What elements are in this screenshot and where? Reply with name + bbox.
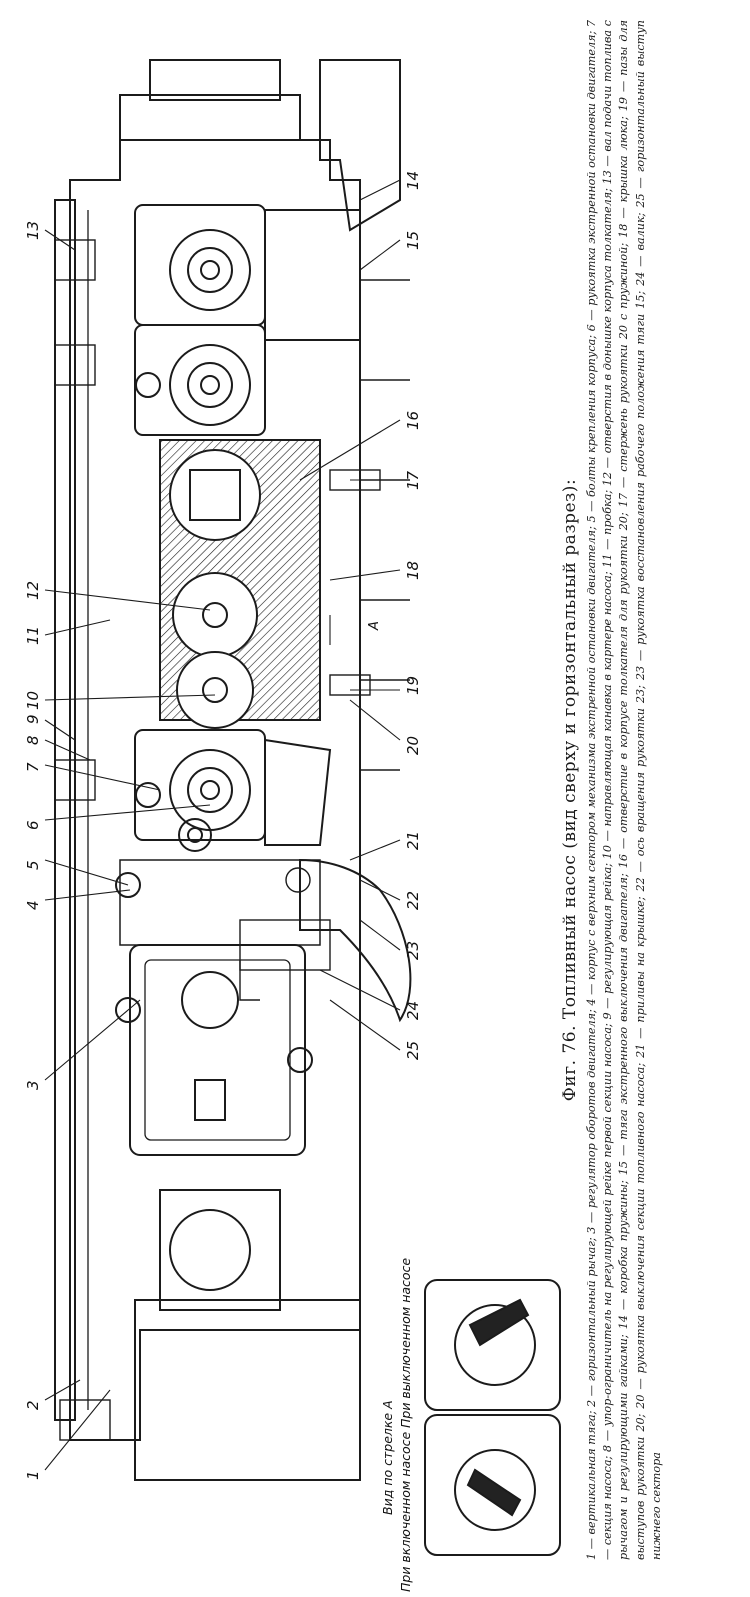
callout-4: 4 xyxy=(24,900,42,910)
pump-section-7 xyxy=(134,729,332,846)
callout-11: 11 xyxy=(24,626,42,645)
figure-caption: Фиг. 76. Топливный насос (вид сверху и г… xyxy=(560,20,665,1560)
callout-18: 18 xyxy=(404,561,422,580)
callout-8: 8 xyxy=(24,735,42,745)
callout-25: 25 xyxy=(404,1041,422,1060)
callout-22: 22 xyxy=(404,891,422,910)
callout-12: 12 xyxy=(24,581,42,600)
inset-view-label: Вид по стрелке А xyxy=(380,1400,395,1515)
figure-title: Фиг. 76. Топливный насос (вид сверху и г… xyxy=(560,478,580,1102)
arrow-label-a: А xyxy=(367,621,382,631)
inset-view-a xyxy=(424,1279,561,1556)
callout-23: 23 xyxy=(404,941,422,960)
callout-7: 7 xyxy=(24,762,42,772)
callout-3: 3 xyxy=(24,1080,42,1090)
callout-2: 2 xyxy=(24,1400,42,1410)
callout-10: 10 xyxy=(24,691,42,710)
pump-section-2 xyxy=(134,324,266,436)
callout-24: 24 xyxy=(404,1001,422,1020)
callout-1: 1 xyxy=(24,1470,42,1480)
callout-14: 14 xyxy=(404,171,422,190)
callout-17: 17 xyxy=(404,470,422,490)
callout-20: 20 xyxy=(404,736,422,755)
callout-21: 21 xyxy=(404,831,422,850)
callout-6: 6 xyxy=(24,820,42,830)
inset-label-off: При выключенном насосе xyxy=(398,1258,413,1428)
callout-15: 15 xyxy=(404,231,422,250)
figure-legend: 1 — вертикальная тяга; 2 — горизонтальны… xyxy=(585,20,663,1560)
callout-16: 16 xyxy=(404,411,422,430)
callout-13: 13 xyxy=(24,221,42,240)
pump-section-top xyxy=(134,204,361,341)
callout-5: 5 xyxy=(24,860,42,870)
callout-9: 9 xyxy=(24,714,42,724)
inset-label-on: При включенном насосе xyxy=(398,1431,413,1592)
callout-19: 19 xyxy=(404,676,422,695)
